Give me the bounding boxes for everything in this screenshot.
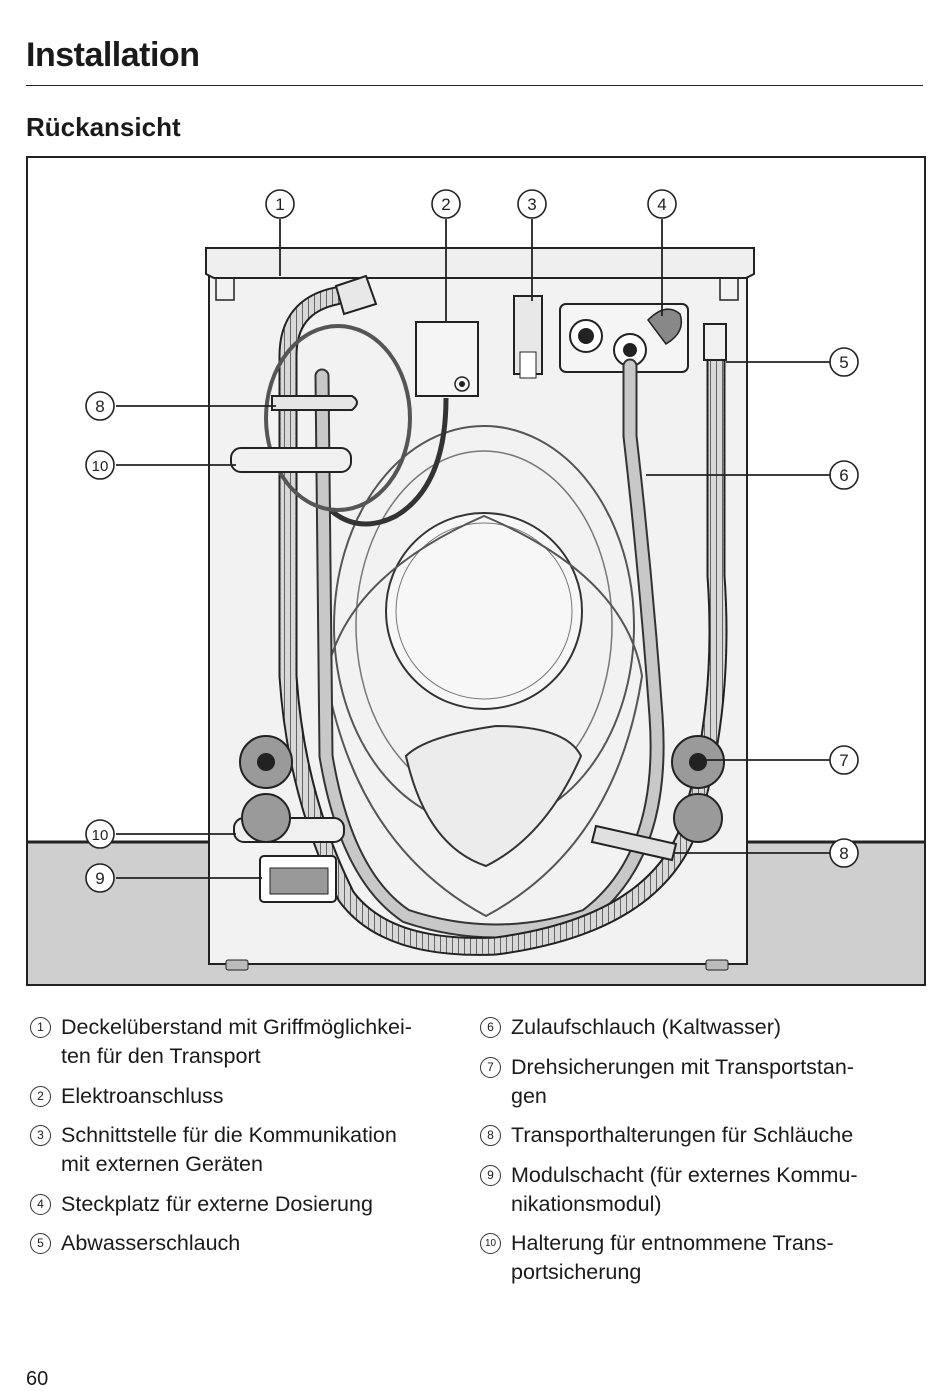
electrical-connection	[415, 321, 479, 397]
legend-item: 7 Drehsicherungen mit Transportstan-gen	[480, 1053, 920, 1111]
callout-8-left	[85, 391, 115, 421]
legend-item: 9 Modulschacht (für externes Kommu-nikat…	[480, 1161, 920, 1219]
callout-10-top	[85, 450, 115, 480]
lid-overhang	[205, 247, 755, 279]
legend-number: 3	[30, 1125, 51, 1146]
callout-10-bottom	[85, 819, 115, 849]
title-divider	[26, 85, 923, 86]
callout-label: 10	[92, 827, 109, 844]
callout-8-right	[829, 838, 859, 868]
legend-number: 8	[480, 1125, 501, 1146]
legend-text: Drehsicherungen mit Transportstan-gen	[511, 1054, 854, 1108]
legend-text: Modulschacht (für externes Kommu-nikatio…	[511, 1162, 858, 1216]
legend-number: 4	[30, 1193, 51, 1215]
callout-5	[829, 347, 859, 377]
legend-number: 2	[30, 1085, 51, 1107]
callout-4	[647, 189, 677, 219]
legend-number: 6	[480, 1017, 501, 1038]
legend-text: Steckplatz für externe Dosierung	[61, 1191, 373, 1216]
callout-6	[829, 460, 859, 490]
legend-text: Deckelüberstand mit Griffmöglichkei-ten …	[61, 1015, 412, 1068]
page-title: Installation	[26, 36, 200, 74]
callout-label: 3	[527, 195, 536, 214]
callout-label: 7	[839, 751, 848, 770]
callout-label: 1	[275, 195, 284, 214]
legend-item: 8 Transporthalterungen für Schläuche	[480, 1121, 920, 1150]
rear-view-illustration: 1 2 3 4 5 6 7 8 9 10 8 10	[26, 156, 926, 986]
legend-item: 4 Steckplatz für externe Dosierung	[30, 1190, 470, 1219]
callout-3	[517, 189, 547, 219]
callout-2	[431, 189, 461, 219]
callout-7	[829, 745, 859, 775]
callout-label: 10	[92, 458, 109, 475]
legend-item: 10 Halterung für entnommene Trans-portsi…	[480, 1229, 920, 1287]
legend-number: 10	[480, 1233, 501, 1254]
legend-right-column: 6 Zulaufschlauch (Kaltwasser) 7 Drehsich…	[480, 1013, 920, 1298]
section-title: Rückansicht	[26, 112, 181, 142]
legend-item: 2 Elektroanschluss	[30, 1082, 470, 1111]
callout-1	[265, 189, 295, 219]
legend-left-column: 1 Deckelüberstand mit Griffmöglichkei-te…	[30, 1013, 470, 1269]
legend-text: Abwasserschlauch	[61, 1231, 241, 1255]
legend-item: 5 Abwasserschlauch	[30, 1229, 470, 1258]
callout-label: 9	[95, 869, 104, 888]
callout-9	[85, 863, 115, 893]
legend-number: 1	[30, 1017, 51, 1038]
legend-text: Transporthalterungen für Schläuche	[511, 1123, 854, 1147]
legend-number: 9	[480, 1164, 501, 1186]
callout-label: 4	[657, 195, 666, 214]
legend-item: 1 Deckelüberstand mit Griffmöglichkei-te…	[30, 1013, 470, 1071]
legend-text: Zulaufschlauch (Kaltwasser)	[511, 1015, 782, 1039]
legend-number: 7	[480, 1056, 501, 1078]
callout-label: 8	[95, 397, 104, 416]
callout-label: 6	[839, 466, 848, 485]
page-number: 60	[26, 1368, 49, 1390]
legend-number: 5	[30, 1233, 51, 1254]
callout-label: 5	[839, 353, 848, 372]
callout-label: 2	[441, 195, 450, 214]
legend-text: Halterung für entnommene Trans-portsiche…	[511, 1231, 834, 1284]
legend-text: Elektroanschluss	[61, 1083, 224, 1108]
legend-item: 6 Zulaufschlauch (Kaltwasser)	[480, 1013, 920, 1042]
callout-label: 8	[839, 844, 848, 863]
